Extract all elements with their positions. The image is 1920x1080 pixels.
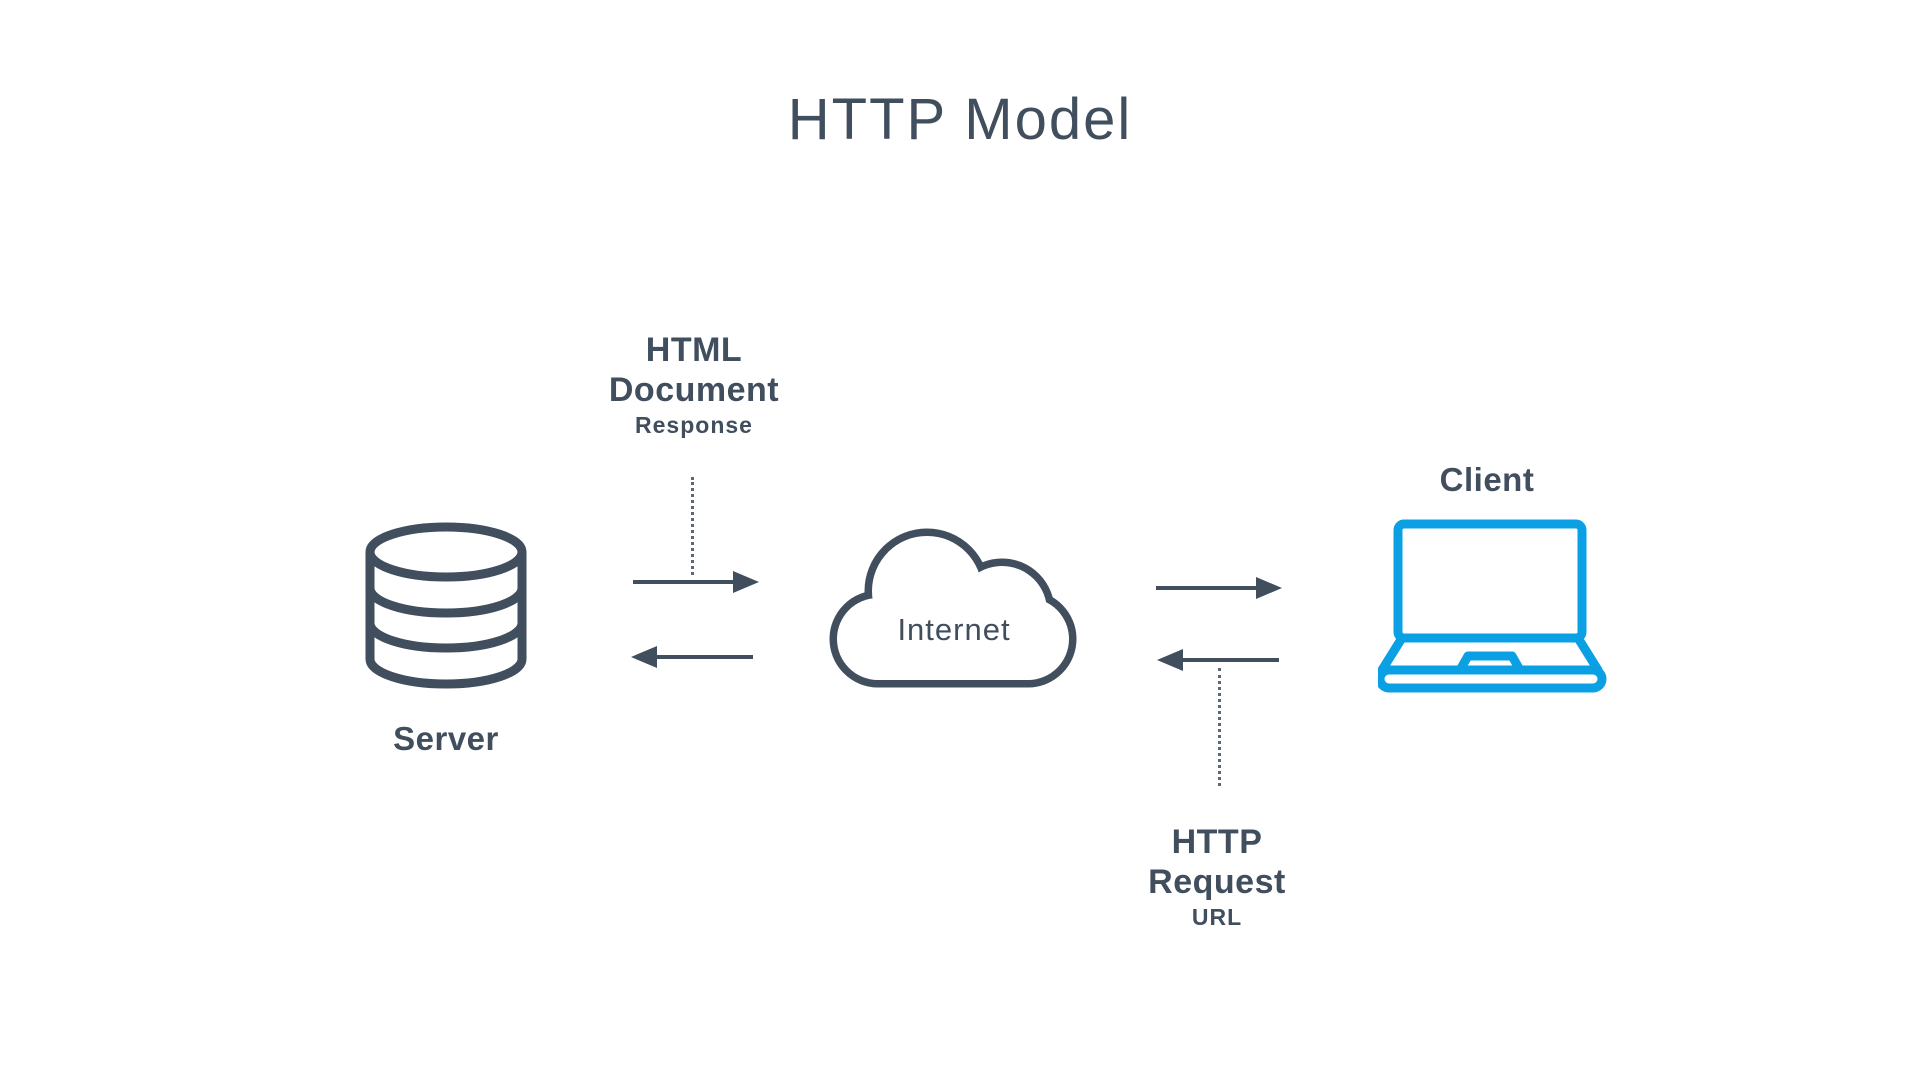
internet-label: Internet — [897, 612, 1011, 647]
response-flow-line1: HTML — [645, 331, 743, 369]
request-flow-line1: HTTP — [1171, 823, 1263, 861]
response-dotted-connector — [691, 477, 694, 575]
laptop-icon — [1378, 519, 1607, 693]
response-flow-line2: Document — [608, 371, 780, 409]
cloud-icon — [829, 528, 1077, 688]
arrow-right-icon — [1156, 577, 1282, 599]
request-dotted-connector — [1218, 668, 1221, 786]
arrow-right-icon — [633, 571, 759, 593]
database-icon — [365, 522, 527, 689]
server-label: Server — [393, 720, 499, 757]
response-flow-subtitle: Response — [635, 412, 753, 438]
arrow-left-icon — [631, 646, 753, 668]
client-label: Client — [1439, 461, 1535, 498]
request-flow-label: HTTP Request URL — [1097, 822, 1337, 932]
request-flow-subtitle: URL — [1191, 904, 1243, 930]
page-title: HTTP Model — [787, 87, 1133, 152]
response-flow-label: HTML Document Response — [574, 330, 814, 440]
request-flow-line2: Request — [1148, 863, 1286, 901]
arrow-left-icon — [1157, 649, 1279, 671]
